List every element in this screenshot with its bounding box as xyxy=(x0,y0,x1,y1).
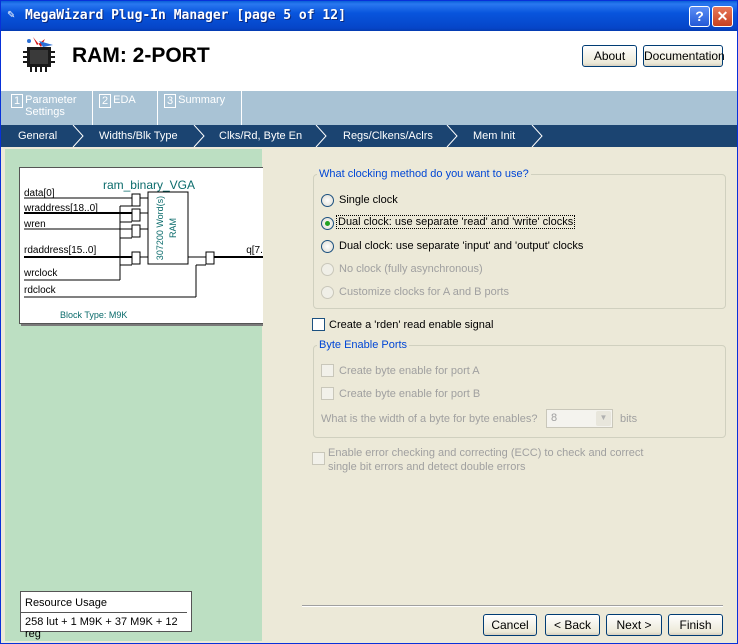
crumb-clks[interactable]: Clks/Rd, Byte En xyxy=(219,130,303,142)
step-number: 3 xyxy=(164,94,177,108)
port-wren: wren xyxy=(23,219,46,230)
block-type-label: Block Type: M9K xyxy=(60,310,127,320)
byte-width-select: 8 ▼ xyxy=(546,409,613,428)
byte-enable-legend: Byte Enable Ports xyxy=(317,339,410,351)
crumb-regs[interactable]: Regs/Clkens/Aclrs xyxy=(343,130,433,142)
ram-symbol: 307200 Word(s) RAM ram_binary_VGA data[0… xyxy=(19,167,279,324)
back-button[interactable]: < Back xyxy=(545,614,600,636)
settings-panel xyxy=(263,149,737,643)
byte-enable-b-checkbox xyxy=(321,387,334,400)
ram-type-label: RAM xyxy=(168,218,178,238)
byte-enable-group xyxy=(313,345,726,438)
byte-width-value: 8 xyxy=(551,412,558,424)
step-label: EDA xyxy=(113,94,136,106)
chevron-right-icon xyxy=(193,125,205,147)
option-dual-clock-read-write[interactable]: Dual clock: use separate 'read' and 'wri… xyxy=(335,215,576,229)
chevron-right-icon xyxy=(72,125,84,147)
option-dual-clock-input-output[interactable]: Dual clock: use separate 'input' and 'ou… xyxy=(339,240,584,252)
port-rdaddress: rdaddress[15..0] xyxy=(24,245,96,256)
close-icon: ✕ xyxy=(716,8,729,24)
window-title: MegaWizard Plug-In Manager [page 5 of 12… xyxy=(25,8,346,23)
byte-enable-b-label: Create byte enable for port B xyxy=(339,388,481,400)
crumb-mem-init[interactable]: Mem Init xyxy=(473,130,516,142)
step-number: 2 xyxy=(99,94,112,108)
chevron-right-icon xyxy=(531,125,543,147)
rden-checkbox[interactable] xyxy=(312,318,325,331)
help-button[interactable]: ? xyxy=(689,6,710,27)
port-wraddress: wraddress[18..0] xyxy=(23,203,98,214)
port-q: q[7..0] xyxy=(246,245,274,256)
crumb-general[interactable]: General xyxy=(18,130,58,142)
byte-enable-a-label: Create byte enable for port A xyxy=(339,365,480,377)
title-bar[interactable]: ✎ MegaWizard Plug-In Manager [page 5 of … xyxy=(1,1,737,31)
crumb-widths[interactable]: Widths/Blk Type xyxy=(99,130,178,142)
button-separator xyxy=(302,605,723,607)
ram-symbol-diagram: 307200 Word(s) RAM ram_binary_VGA data[0… xyxy=(23,178,274,320)
port-rdclock: rdclock xyxy=(24,285,57,296)
option-single-clock[interactable]: Single clock xyxy=(339,194,398,206)
radio-no-clock xyxy=(321,263,334,276)
byte-width-unit: bits xyxy=(620,413,638,425)
step-number: 1 xyxy=(11,94,24,108)
radio-single-clock[interactable] xyxy=(321,194,334,207)
radio-customize-clocks xyxy=(321,286,334,299)
close-button[interactable]: ✕ xyxy=(712,6,733,27)
option-no-clock: No clock (fully asynchronous) xyxy=(339,263,483,275)
ram-word-count-label: 307200 Word(s) xyxy=(155,196,165,260)
step-label: Summary xyxy=(178,94,226,106)
page-title: RAM: 2-PORT xyxy=(72,44,210,67)
documentation-button[interactable]: Documentation xyxy=(643,45,725,67)
help-icon: ? xyxy=(695,8,704,24)
symbol-name: ram_binary_VGA xyxy=(103,178,195,192)
clocking-legend: What clocking method do you want to use? xyxy=(317,168,531,180)
radio-dual-clock-read-write[interactable] xyxy=(321,217,334,230)
chevron-right-icon xyxy=(446,125,458,147)
byte-width-question: What is the width of a byte for byte ena… xyxy=(321,413,538,425)
radio-selected-dot xyxy=(325,221,330,226)
chevron-down-icon: ▼ xyxy=(596,411,611,426)
option-customize-clocks: Customize clocks for A and B ports xyxy=(339,286,509,298)
next-button[interactable]: Next > xyxy=(606,614,662,636)
port-data: data[0] xyxy=(24,188,55,199)
port-wrclock: wrclock xyxy=(23,268,58,279)
about-button[interactable]: About xyxy=(582,45,637,67)
resource-usage-value: 258 lut + 1 M9K + 37 M9K + 12 reg xyxy=(21,612,187,640)
byte-enable-a-checkbox xyxy=(321,364,334,377)
resource-usage-title: Resource Usage xyxy=(25,597,107,609)
ecc-label-line2: single bit errors and detect double erro… xyxy=(328,461,526,473)
chevron-right-icon xyxy=(315,125,327,147)
breadcrumb: General Widths/Blk Type Clks/Rd, Byte En… xyxy=(1,125,737,147)
rden-label[interactable]: Create a 'rden' read enable signal xyxy=(329,319,494,331)
finish-button[interactable]: Finish xyxy=(668,614,723,636)
cancel-button[interactable]: Cancel xyxy=(483,614,537,636)
ecc-label-line1: Enable error checking and correcting (EC… xyxy=(328,447,644,459)
megafunction-chip-icon xyxy=(23,37,55,72)
radio-dual-clock-input-output[interactable] xyxy=(321,240,334,253)
step-label: Parameter Settings xyxy=(25,94,77,118)
resource-usage-box: Resource Usage 258 lut + 1 M9K + 37 M9K … xyxy=(20,591,192,640)
wizard-app-icon: ✎ xyxy=(7,10,16,21)
ecc-checkbox xyxy=(312,452,325,465)
